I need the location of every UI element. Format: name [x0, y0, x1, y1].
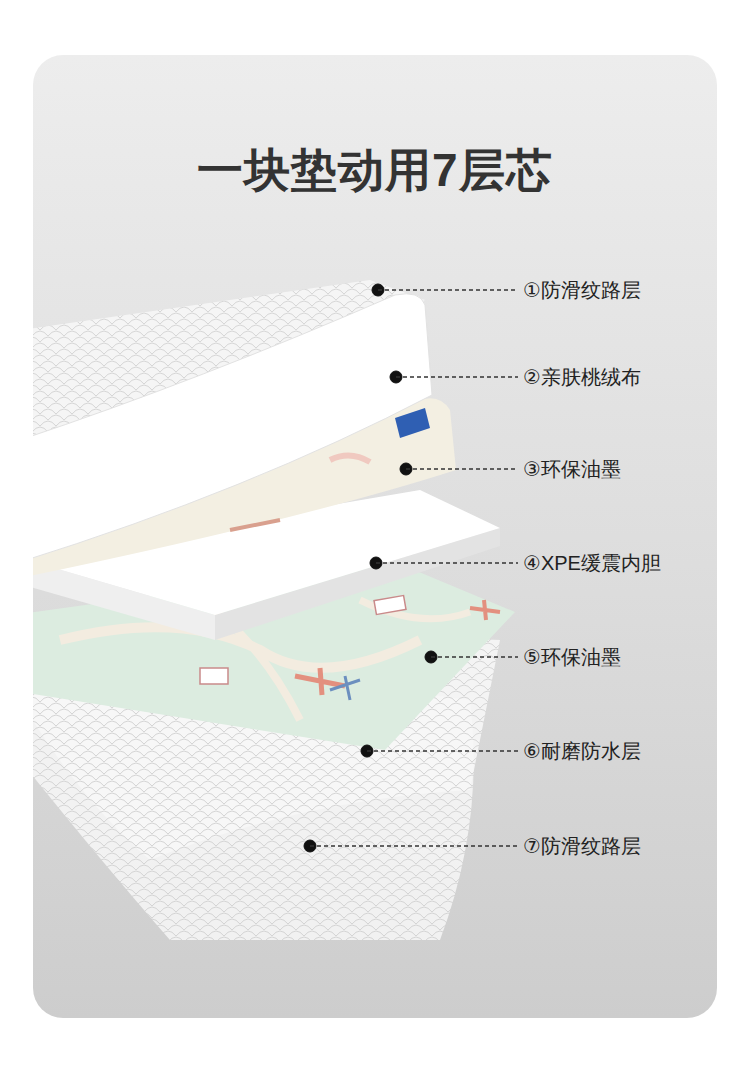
- page-title: 一块垫动用7层芯: [197, 140, 553, 202]
- layer-label: ②亲肤桃绒布: [523, 364, 641, 390]
- layer-label: ⑥耐磨防水层: [523, 738, 641, 764]
- layer-label: ⑤环保油墨: [523, 644, 621, 670]
- layer-label: ①防滑纹路层: [523, 277, 641, 303]
- layer-label: ④XPE缓震内胆: [523, 550, 661, 576]
- layer-label: ③环保油墨: [523, 456, 621, 482]
- layer-label: ⑦防滑纹路层: [523, 833, 641, 859]
